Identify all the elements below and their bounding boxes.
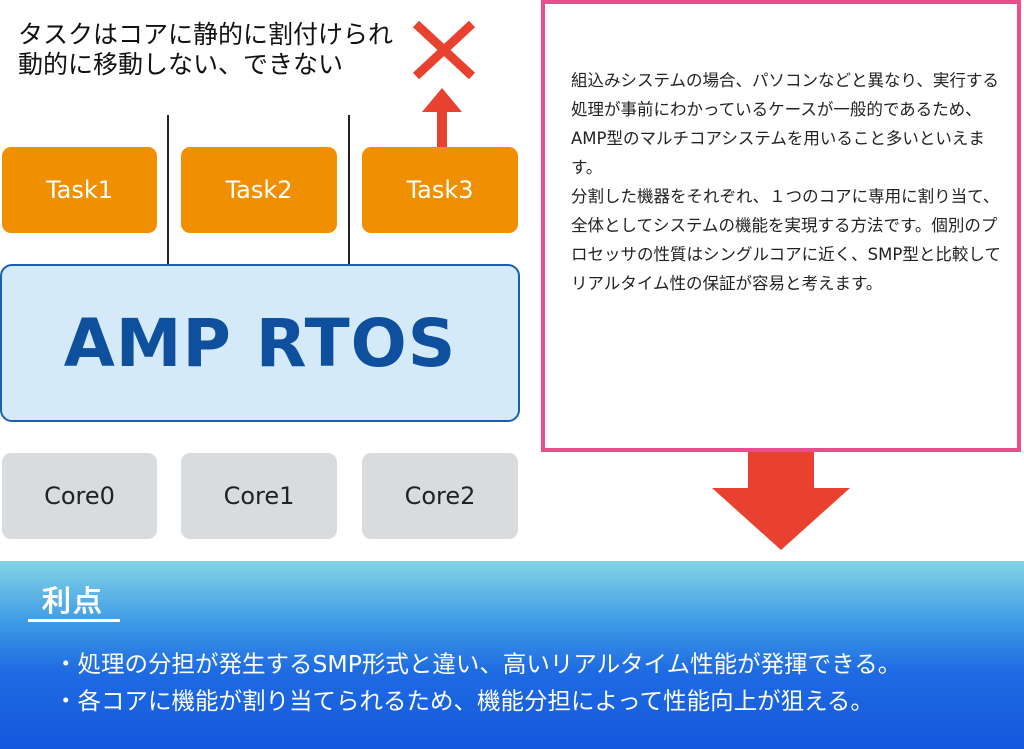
advantages-title: 利点 [42, 584, 105, 618]
rtos-label: AMP RTOS [63, 304, 457, 382]
note-line-1: タスクはコアに静的に割付けられ [18, 20, 394, 49]
rtos-box: AMP RTOS [0, 264, 520, 422]
task-box-3: Task3 [362, 147, 518, 233]
explanation-paragraph-1: 組込みシステムの場合、パソコンなどと異なり、実行する処理が事前にわかっているケー… [571, 71, 999, 177]
up-arrow-icon [422, 88, 462, 148]
note-line-2: 動的に移動しない、できない [18, 50, 344, 79]
task-box-2: Task2 [181, 147, 337, 233]
explanation-paragraph-2: 分割した機器をそれぞれ、１つのコアに専用に割り当て、全体としてシステムの機能を実… [571, 187, 1001, 293]
task-box-1: Task1 [2, 147, 157, 233]
core-label: Core0 [44, 482, 115, 510]
advantage-item-2: ・各コアに機能が割り当てられるため、機能分担によって性能向上が狙える。 [54, 687, 874, 715]
task-label: Task3 [406, 176, 474, 204]
core-label: Core2 [404, 482, 476, 510]
down-arrow-icon [712, 452, 850, 550]
core-box-1: Core1 [181, 453, 337, 539]
core-label: Core1 [223, 482, 295, 510]
explanation-panel: 組込みシステムの場合、パソコンなどと異なり、実行する処理が事前にわかっているケー… [541, 0, 1021, 452]
core-box-0: Core0 [2, 453, 157, 539]
advantages-title-underline [28, 619, 120, 622]
task-label: Task1 [45, 176, 114, 204]
core-box-2: Core2 [362, 453, 518, 539]
advantage-item-1: ・処理の分担が発生するSMP形式と違い、高いリアルタイム性能が発揮できる。 [54, 650, 902, 678]
advantages-banner [0, 561, 1024, 749]
task-label: Task2 [225, 176, 293, 204]
divider-line-1 [167, 115, 169, 265]
divider-line-2 [348, 115, 350, 265]
cross-icon [412, 20, 476, 80]
explanation-text: 組込みシステムの場合、パソコンなどと異なり、実行する処理が事前にわかっているケー… [571, 66, 1001, 298]
